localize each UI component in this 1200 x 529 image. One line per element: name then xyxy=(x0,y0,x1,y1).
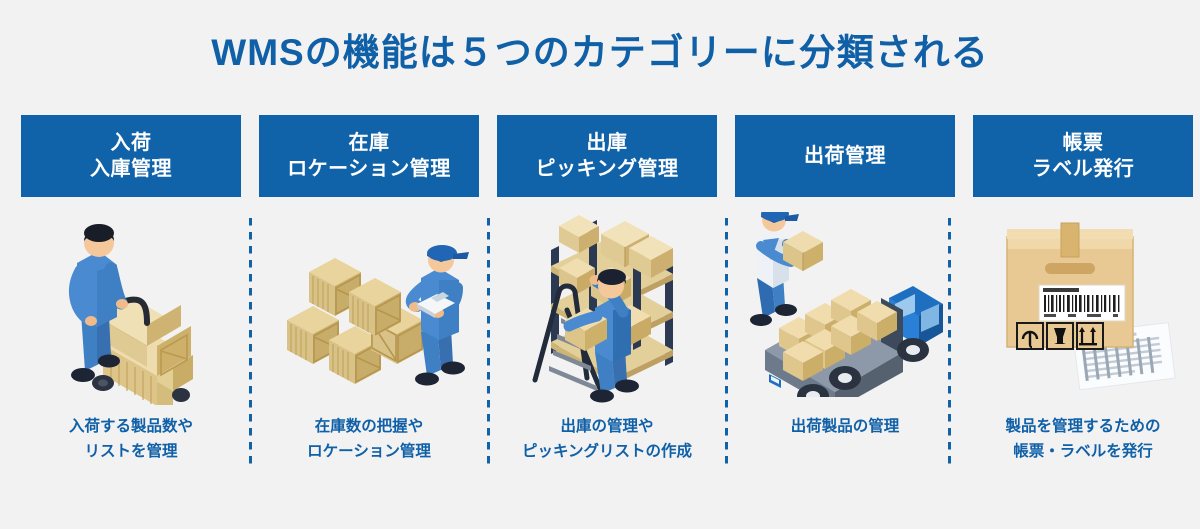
header-line-1: 在庫 xyxy=(348,131,390,154)
caption-line-1: 出荷製品の管理 xyxy=(790,418,900,435)
page-title: WMSの機能は５つのカテゴリーに分類される xyxy=(211,32,989,73)
category-header-shipping[interactable]: 出荷管理 xyxy=(735,115,955,197)
header-line-1: 帳票 xyxy=(1062,131,1104,154)
column-separator-1 xyxy=(249,218,252,466)
shelf-ladder-worker-icon xyxy=(532,214,673,402)
caption-inventory: 在庫数の把握や ロケーション管理 xyxy=(254,414,484,464)
illustration-worker-handtruck xyxy=(21,197,241,412)
caption-line-1: 製品を管理するための xyxy=(1005,418,1161,435)
caption-line-1: 在庫数の把握や xyxy=(314,418,424,435)
caption-picking: 出庫の管理や ピッキングリストの作成 xyxy=(492,414,722,464)
caption-line-2: リストを管理 xyxy=(84,443,178,461)
caption-line-1: 出庫の管理や xyxy=(560,418,654,435)
caption-line-2: 帳票・ラベルを発行 xyxy=(1013,443,1153,461)
column-separator-4 xyxy=(948,218,951,466)
header-line-1: 出荷管理 xyxy=(804,144,886,167)
header-line-2: ロケーション管理 xyxy=(287,158,451,180)
category-columns: 入荷 入庫管理 xyxy=(21,115,1193,495)
caption-line-1: 入荷する製品数や xyxy=(68,418,193,435)
truck-loading-icon xyxy=(749,212,943,397)
category-column-inventory: 在庫 ロケーション管理 xyxy=(259,115,479,495)
column-separator-2 xyxy=(487,218,490,466)
illustration-crates-worker xyxy=(259,197,479,412)
category-header-inventory[interactable]: 在庫 ロケーション管理 xyxy=(259,115,479,197)
caption-line-2: ピッキングリストの作成 xyxy=(521,443,693,461)
barcode-box-document-icon xyxy=(1006,222,1176,390)
category-header-picking[interactable]: 出庫 ピッキング管理 xyxy=(497,115,717,197)
category-header-inbound[interactable]: 入荷 入庫管理 xyxy=(21,115,241,197)
header-line-2: ピッキング管理 xyxy=(535,158,679,180)
caption-inbound: 入荷する製品数や リストを管理 xyxy=(16,414,246,464)
worker-handtruck-icon xyxy=(68,223,193,405)
category-column-labels: 帳票 ラベル発行 xyxy=(973,115,1193,495)
caption-labels: 製品を管理するための 帳票・ラベルを発行 xyxy=(968,414,1198,464)
crates-clipboard-worker-icon xyxy=(287,244,469,385)
header-line-1: 入荷 xyxy=(110,131,152,154)
illustration-shelf-ladder-worker xyxy=(497,197,717,412)
illustration-truck-loading xyxy=(735,197,955,412)
header-line-2: 入庫管理 xyxy=(90,158,172,180)
column-separator-3 xyxy=(725,218,728,466)
caption-line-2: ロケーション管理 xyxy=(307,443,431,461)
header-line-1: 出庫 xyxy=(586,131,628,154)
category-column-inbound: 入荷 入庫管理 xyxy=(21,115,241,495)
header-line-2: ラベル発行 xyxy=(1031,158,1135,180)
category-column-picking: 出庫 ピッキング管理 xyxy=(497,115,717,495)
category-header-labels[interactable]: 帳票 ラベル発行 xyxy=(973,115,1193,197)
caption-shipping: 出荷製品の管理 xyxy=(730,414,960,439)
illustration-barcode-box xyxy=(973,197,1193,412)
category-column-shipping: 出荷管理 xyxy=(735,115,955,495)
